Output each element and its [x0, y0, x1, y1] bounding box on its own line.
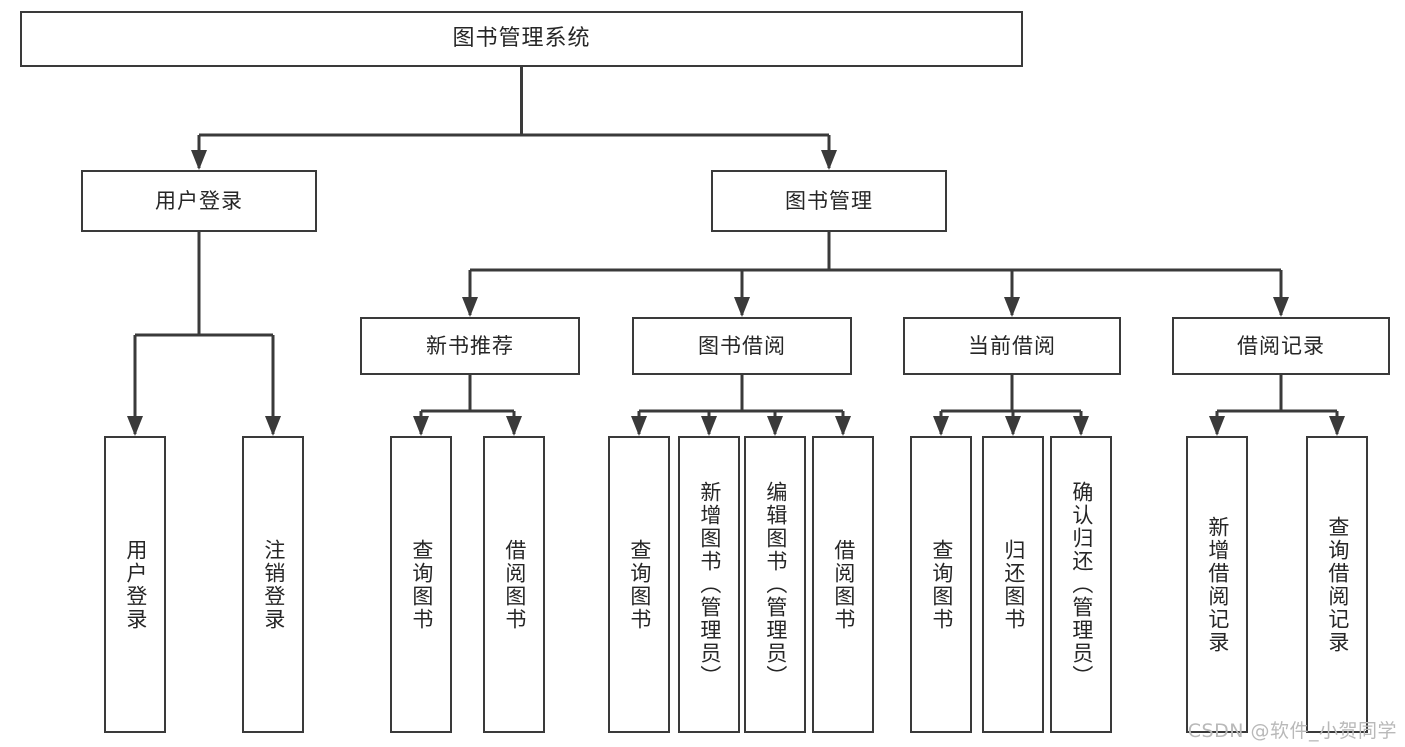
node-leaf-cur-confirm[interactable]: 确认归还（管理员） [1050, 436, 1112, 733]
watermark-text: CSDN @软件_小贺同学 [1187, 720, 1397, 742]
node-label: 编辑图书（管理员） [763, 481, 788, 688]
node-login[interactable]: 用户登录 [81, 170, 317, 232]
node-label: 借阅记录 [1237, 333, 1325, 358]
node-records[interactable]: 借阅记录 [1172, 317, 1390, 375]
node-leaf-user-logout[interactable]: 注销登录 [242, 436, 304, 733]
node-label: 用户登录 [123, 538, 148, 631]
node-label: 查询借阅记录 [1325, 515, 1350, 654]
node-label: 当前借阅 [968, 333, 1056, 358]
node-label: 归还图书 [1001, 538, 1026, 631]
node-leaf-cur-query[interactable]: 查询图书 [910, 436, 972, 733]
node-label: 新书推荐 [426, 333, 514, 358]
node-label: 用户登录 [155, 188, 243, 213]
node-leaf-rec-query[interactable]: 查询借阅记录 [1306, 436, 1368, 733]
node-label: 注销登录 [261, 538, 286, 631]
node-label: 图书管理系统 [452, 26, 591, 52]
node-leaf-rec-add[interactable]: 新增借阅记录 [1186, 436, 1248, 733]
node-label: 借阅图书 [831, 538, 856, 631]
node-leaf-bw-edit[interactable]: 编辑图书（管理员） [744, 436, 806, 733]
node-leaf-bw-borrow[interactable]: 借阅图书 [812, 436, 874, 733]
node-label: 查询图书 [409, 538, 434, 631]
node-leaf-user-login[interactable]: 用户登录 [104, 436, 166, 733]
node-borrow[interactable]: 图书借阅 [632, 317, 852, 375]
node-label: 借阅图书 [502, 538, 527, 631]
node-label: 查询图书 [929, 538, 954, 631]
node-root[interactable]: 图书管理系统 [20, 11, 1023, 67]
node-leaf-new-borrow[interactable]: 借阅图书 [483, 436, 545, 733]
node-label: 图书管理 [785, 188, 873, 213]
node-label: 新增借阅记录 [1205, 515, 1230, 654]
node-label: 查询图书 [627, 538, 652, 631]
node-newbook[interactable]: 新书推荐 [360, 317, 580, 375]
node-leaf-bw-query[interactable]: 查询图书 [608, 436, 670, 733]
node-current[interactable]: 当前借阅 [903, 317, 1121, 375]
node-label: 图书借阅 [698, 333, 786, 358]
node-label: 新增图书（管理员） [697, 481, 722, 688]
node-label: 确认归还（管理员） [1069, 481, 1094, 688]
node-leaf-bw-add[interactable]: 新增图书（管理员） [678, 436, 740, 733]
node-leaf-new-query[interactable]: 查询图书 [390, 436, 452, 733]
node-leaf-cur-return[interactable]: 归还图书 [982, 436, 1044, 733]
node-bookmgmt[interactable]: 图书管理 [711, 170, 947, 232]
